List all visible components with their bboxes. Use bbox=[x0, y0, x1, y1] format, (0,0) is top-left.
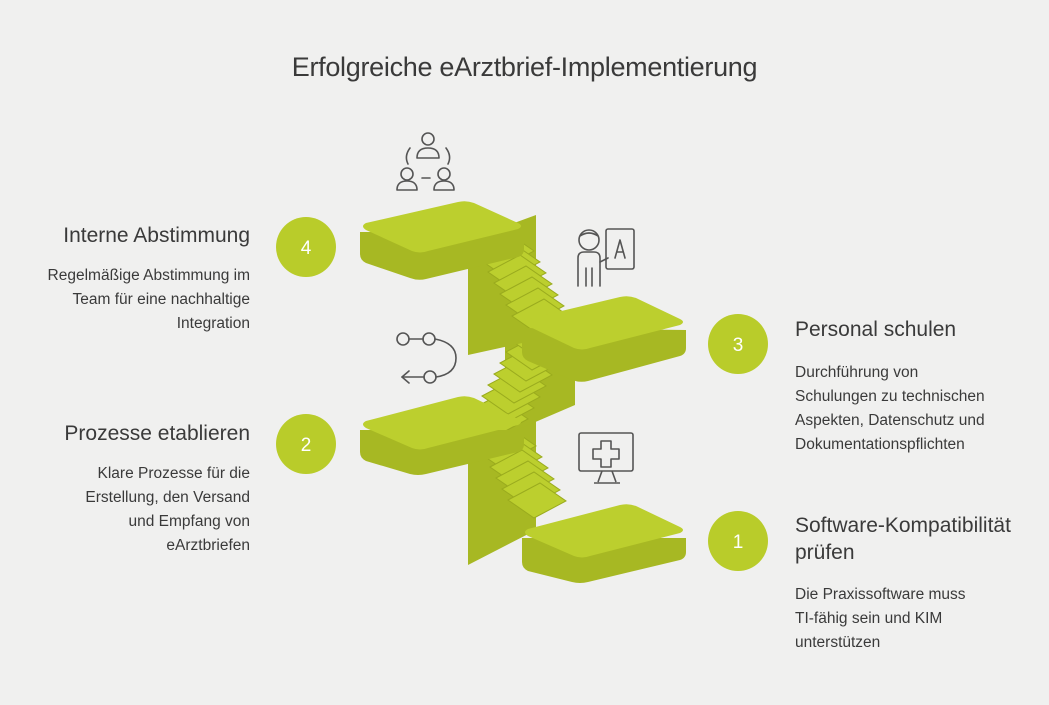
step-1-description-line: TI-fähig sein und KIM bbox=[795, 610, 943, 627]
step-4-description-line: Integration bbox=[176, 315, 250, 332]
step-4-description-line: Team für eine nachhaltige bbox=[72, 291, 250, 308]
badge-number-2: 2 bbox=[301, 435, 312, 456]
step-1-description: Die Praxissoftware muss TI-fähig sein un… bbox=[795, 583, 1035, 655]
badge-step-1: 1 bbox=[708, 511, 768, 571]
step-2-description: Klare Prozesse für die Erstellung, den V… bbox=[10, 462, 250, 558]
step-3-title: Personal schulen bbox=[795, 318, 957, 341]
step-1-description-line: Die Praxissoftware muss bbox=[795, 586, 966, 603]
teacher-board-icon bbox=[577, 228, 635, 287]
process-flow-icon bbox=[396, 332, 457, 384]
badge-number-1: 1 bbox=[733, 532, 744, 553]
badge-step-2: 2 bbox=[276, 414, 336, 474]
badge-number-3: 3 bbox=[733, 335, 744, 356]
landing-1 bbox=[522, 504, 686, 583]
step-3-description-line: Schulungen zu technischen bbox=[795, 388, 985, 405]
step-1-title: Software-Kompatibilität prüfen bbox=[795, 512, 1040, 566]
step-2-description-line: Erstellung, den Versand bbox=[85, 489, 250, 506]
step-3-description-line: Aspekten, Datenschutz und bbox=[795, 412, 985, 429]
badge-number-4: 4 bbox=[301, 238, 312, 259]
step-2-description-line: eArztbriefen bbox=[166, 537, 250, 554]
step-4-description: Regelmäßige Abstimmung im Team für eine … bbox=[10, 264, 250, 336]
step-3-description-line: Dokumentationspflichten bbox=[795, 436, 965, 453]
badge-step-3: 3 bbox=[708, 314, 768, 374]
step-4-description-line: Regelmäßige Abstimmung im bbox=[47, 267, 250, 284]
step-1-title-line: prüfen bbox=[795, 541, 855, 564]
step-3-description-line: Durchführung von bbox=[795, 364, 919, 381]
step-4-title: Interne Abstimmung bbox=[63, 224, 250, 247]
step-1-title-line: Software-Kompatibilität bbox=[795, 514, 1011, 537]
page-title: Erfolgreiche eArztbrief-Implementierung bbox=[291, 52, 758, 82]
landing-3 bbox=[522, 296, 686, 382]
monitor-medical-cross-icon bbox=[578, 432, 634, 484]
landing-4 bbox=[360, 201, 524, 280]
step-3-description: Durchführung von Schulungen zu technisch… bbox=[795, 361, 1040, 457]
step-2-title: Prozesse etablieren bbox=[64, 422, 250, 445]
landing-2 bbox=[360, 396, 524, 475]
step-2-description-line: Klare Prozesse für die bbox=[97, 465, 251, 482]
step-1-description-line: unterstützen bbox=[795, 634, 881, 651]
step-2-description-line: und Empfang von bbox=[128, 513, 250, 530]
badge-step-4: 4 bbox=[276, 217, 336, 277]
team-meeting-icon bbox=[396, 132, 455, 191]
